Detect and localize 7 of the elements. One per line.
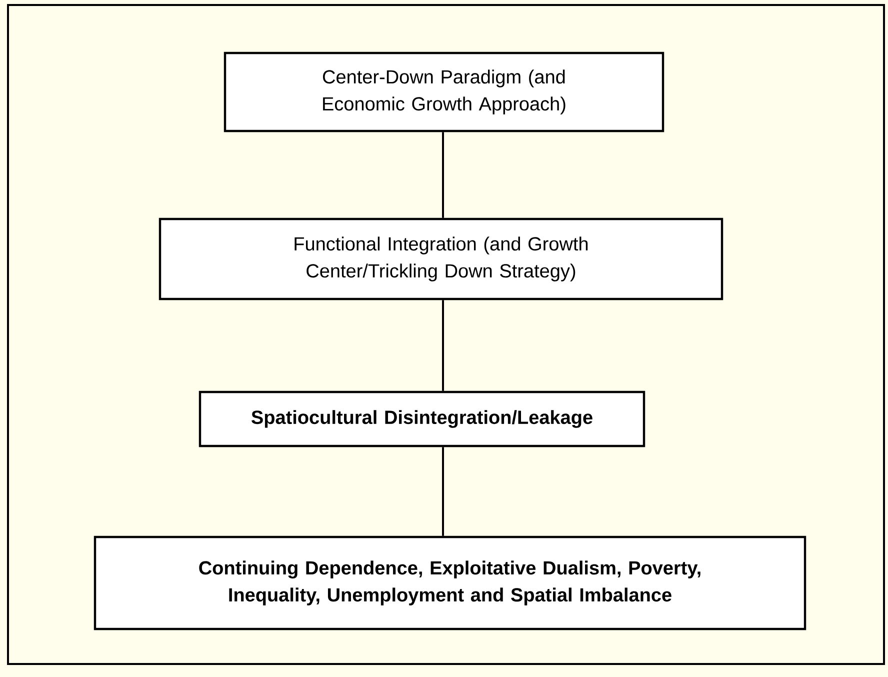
text-box: Spatiocultural Disintegration/Leakage [198, 390, 646, 448]
connector-line [442, 300, 444, 391]
connector-line [442, 132, 444, 218]
text-box: Continuing Dependence, Exploitative Dualism, Poverty, Inequality, Unemployment and Spatial Imbalance [94, 536, 806, 630]
text-box: Center-Down Paradigm (and Economic Growth Approach) [224, 52, 664, 132]
text-box: Functional Integration (and Growth Center/Trickling Down Strategy) [158, 218, 724, 300]
connector-line [442, 447, 444, 536]
